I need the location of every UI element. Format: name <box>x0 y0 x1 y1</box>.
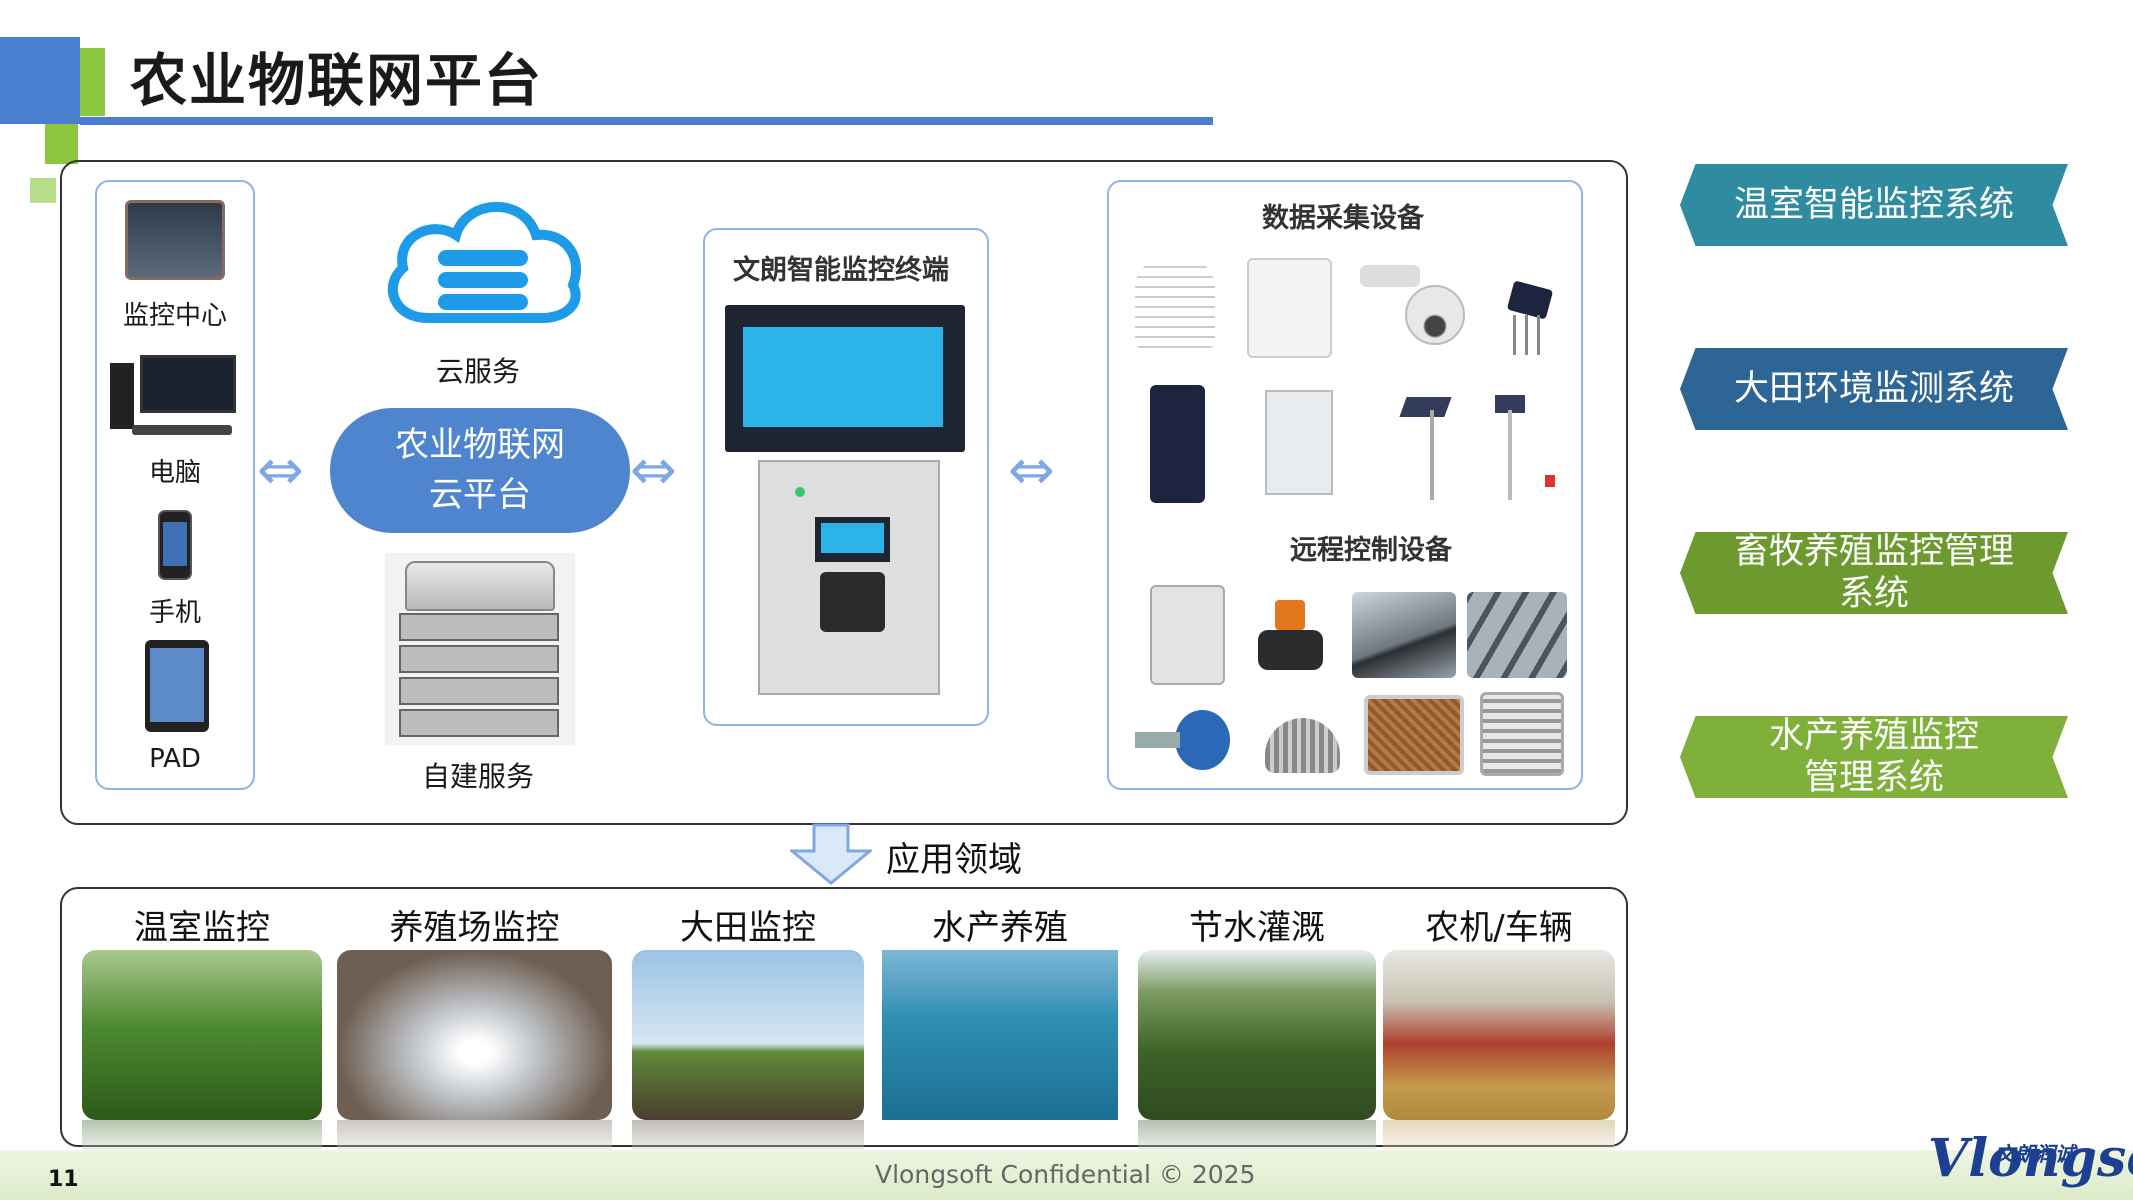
valve-image <box>1253 595 1328 680</box>
field-photo <box>632 950 864 1120</box>
system-banner-label-line1: 水产养殖监控 <box>1768 716 1979 756</box>
system-banner-label-line1: 畜牧养殖监控管理 <box>1733 532 2014 572</box>
system-banner-label: 温室智能监控系统 <box>1733 185 2014 225</box>
greenhouse-roof-image <box>1467 592 1567 678</box>
header-decoration-blue <box>0 37 80 124</box>
insect-trap-image <box>1150 385 1205 503</box>
system-banner-label-line2: 系统 <box>1838 574 1909 614</box>
greenhouse-pipe-image <box>1352 592 1456 678</box>
solar-sensor-pole-image <box>1490 390 1565 505</box>
system-banner-greenhouse: 温室智能监控系统 <box>1680 164 2068 246</box>
soil-probe-image <box>1495 255 1565 355</box>
domain-label-aquaculture: 水产养殖 <box>932 908 1068 948</box>
device-label-pad: PAD <box>149 744 201 774</box>
domain-label-field: 大田监控 <box>680 908 816 948</box>
touchscreen-image <box>725 305 965 452</box>
confidential-notice: Vlongsoft Confidential © 2025 <box>875 1160 1256 1189</box>
farm-photo <box>337 950 612 1120</box>
company-logo-chinese: 文朗润诚 <box>1995 1142 2075 1166</box>
control-unit-image <box>1150 585 1225 685</box>
exhaust-fan-image <box>1480 692 1564 776</box>
application-label: 应用领域 <box>886 840 1022 880</box>
down-arrow-icon <box>787 823 875 889</box>
domain-label-irrigation: 节水灌溉 <box>1189 908 1325 948</box>
dome-camera-image <box>1360 255 1470 355</box>
system-banner-label-line2: 管理系统 <box>1803 758 1944 798</box>
page-number: 11 <box>48 1167 79 1192</box>
weather-station-image <box>1395 385 1465 500</box>
wet-curtain-image <box>1364 695 1464 775</box>
remote-control-title: 远程控制设备 <box>1290 535 1452 566</box>
domain-label-machinery: 农机/车辆 <box>1425 908 1573 948</box>
weather-shield-sensor-image <box>1135 258 1215 348</box>
domain-label-greenhouse: 温室监控 <box>134 908 270 948</box>
system-banner-label: 大田环境监测系统 <box>1733 369 2014 409</box>
system-banner-livestock: 畜牧养殖监控管理 系统 <box>1680 532 2068 614</box>
control-cabinet-image <box>758 460 940 695</box>
outdoor-cabinet-image <box>1265 390 1333 495</box>
phone-icon <box>158 510 192 580</box>
tea-field-photo <box>1138 950 1376 1120</box>
bidirectional-arrow-icon: ⇔ <box>630 438 677 503</box>
footer-bar <box>0 1150 2133 1200</box>
monitoring-center-image <box>125 200 225 280</box>
pump-motor-image <box>1135 700 1245 780</box>
aquaculture-photo <box>882 950 1118 1120</box>
sensor-box-image <box>1247 258 1332 358</box>
terminal-title: 文朗智能监控终端 <box>733 255 949 286</box>
system-banner-aquaculture: 水产养殖监控 管理系统 <box>1680 716 2068 798</box>
harvester-photo <box>1383 950 1615 1120</box>
server-rack-icon <box>385 553 575 745</box>
bidirectional-arrow-icon: ⇔ <box>257 438 304 503</box>
page-title: 农业物联网平台 <box>130 48 543 114</box>
header-decoration-green-small <box>45 124 78 164</box>
domain-label-farm: 养殖场监控 <box>389 908 560 948</box>
device-label-computer: 电脑 <box>148 458 201 488</box>
cloud-service-label: 云服务 <box>436 355 521 388</box>
platform-pill: 农业物联网 云平台 <box>330 408 630 533</box>
system-banner-field: 大田环境监测系统 <box>1680 348 2068 430</box>
application-domains-frame <box>60 887 1628 1147</box>
bidirectional-arrow-icon: ⇔ <box>1008 438 1055 503</box>
computer-icon <box>110 353 240 443</box>
tablet-icon <box>145 640 209 732</box>
data-collection-title: 数据采集设备 <box>1262 203 1424 234</box>
self-service-label: 自建服务 <box>422 760 535 793</box>
device-label-phone: 手机 <box>148 598 201 628</box>
header-decoration-green-tiny <box>30 178 56 203</box>
grow-light-image <box>1260 700 1345 780</box>
greenhouse-photo <box>82 950 322 1120</box>
header-decoration-green <box>80 48 105 116</box>
company-logo: Vlongsoft <box>1928 1128 2133 1189</box>
device-label-monitor-center: 监控中心 <box>122 301 227 331</box>
platform-title-line2: 云平台 <box>429 475 531 515</box>
platform-title-line1: 农业物联网 <box>395 425 565 465</box>
title-underline <box>80 117 1213 125</box>
cloud-service-icon <box>378 190 588 330</box>
